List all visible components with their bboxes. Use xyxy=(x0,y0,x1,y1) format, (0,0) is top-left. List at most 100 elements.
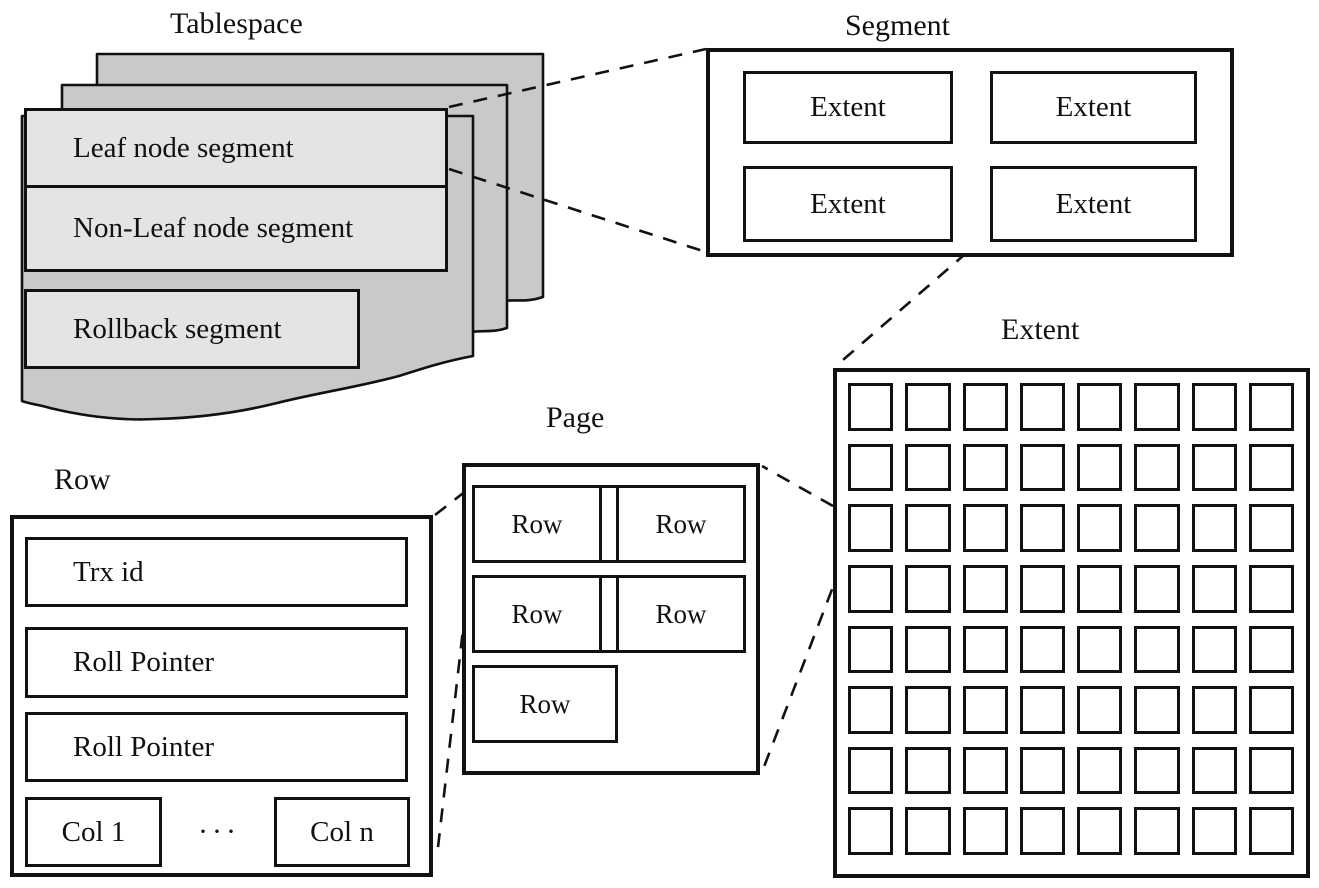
extent-page-cell xyxy=(1134,807,1180,855)
extent-page-cell xyxy=(1248,686,1294,734)
segment-extent-box: Extent xyxy=(990,166,1197,242)
roll-pointer-field: Roll Pointer xyxy=(25,627,408,698)
extent-page-cell xyxy=(1019,746,1065,795)
segment-extent-box: Extent xyxy=(743,71,953,144)
row-label: Row xyxy=(655,508,707,539)
extent-page-cell xyxy=(1191,686,1237,734)
extent-page-cell xyxy=(1248,443,1294,492)
col-1-label: Col 1 xyxy=(61,815,126,848)
extent-page-cell xyxy=(1019,383,1065,431)
page-row-cell: Row xyxy=(472,665,618,743)
rollback-segment-label: Rollback segment xyxy=(73,312,282,345)
extent-page-cell xyxy=(905,504,951,552)
extent-page-cell xyxy=(962,504,1008,552)
extent-page-cell xyxy=(848,564,894,613)
extent-page-cell xyxy=(1077,443,1123,492)
columns-ellipsis: ··· xyxy=(198,815,240,848)
extent-page-cell xyxy=(1134,504,1180,552)
row-label: Row xyxy=(655,598,707,629)
row-label: Row xyxy=(519,688,571,719)
roll-pointer-label: Roll Pointer xyxy=(73,730,214,763)
extent-label: Extent xyxy=(810,187,886,220)
col-n-field: Col n xyxy=(274,797,410,867)
segment-title: Segment xyxy=(845,9,950,42)
extent-page-cell xyxy=(1134,443,1180,492)
extent-page-cell xyxy=(1191,807,1237,855)
extent-page-cell xyxy=(962,686,1008,734)
extent-page-cell xyxy=(1191,443,1237,492)
connector-segment-extent xyxy=(835,235,987,367)
extent-page-cell xyxy=(1077,564,1123,613)
extent-page-cell xyxy=(1134,383,1180,431)
extent-page-cell xyxy=(1019,564,1065,613)
extent-page-cell xyxy=(1248,746,1294,795)
extent-page-cell xyxy=(848,443,894,492)
extent-page-cell xyxy=(1077,746,1123,795)
extent-page-cell xyxy=(1134,564,1180,613)
page-row-pair: Row Row xyxy=(472,575,746,653)
connector-tablespace-segment-top xyxy=(448,47,707,109)
extent-page-cell xyxy=(1134,746,1180,795)
extent-page-cell xyxy=(1248,807,1294,855)
extent-page-cell xyxy=(962,443,1008,492)
extent-page-cell xyxy=(1191,625,1237,674)
col-n-label: Col n xyxy=(310,815,374,848)
extent-page-cell xyxy=(1191,746,1237,795)
page-row-cell: Row xyxy=(475,578,602,650)
extent-page-cell xyxy=(848,807,894,855)
row-label: Row xyxy=(511,598,563,629)
trx-id-field: Trx id xyxy=(25,537,408,607)
extent-page-cell xyxy=(905,686,951,734)
extent-page-cell xyxy=(962,383,1008,431)
extent-page-cell xyxy=(1019,686,1065,734)
extent-page-cell xyxy=(848,686,894,734)
extent-page-cell xyxy=(1191,504,1237,552)
extent-page-cell xyxy=(1077,504,1123,552)
extent-page-cell xyxy=(905,443,951,492)
extent-page-cell xyxy=(1191,383,1237,431)
leaf-node-segment-box: Leaf node segment xyxy=(24,108,448,188)
extent-label: Extent xyxy=(1055,187,1132,220)
extent-page-cell xyxy=(1077,383,1123,431)
extent-page-cell xyxy=(1248,504,1294,552)
extent-page-cell xyxy=(905,383,951,431)
extent-page-cell xyxy=(905,746,951,795)
extent-page-cell xyxy=(848,504,894,552)
extent-page-cell xyxy=(1134,625,1180,674)
extent-page-cell xyxy=(962,746,1008,795)
segment-extent-box: Extent xyxy=(990,71,1197,144)
row-label: Row xyxy=(511,508,563,539)
extent-grid xyxy=(833,368,1310,878)
extent-page-cell xyxy=(962,625,1008,674)
extent-page-cell xyxy=(1019,625,1065,674)
page-row-cell: Row xyxy=(475,488,602,560)
extent-page-cell xyxy=(905,625,951,674)
extent-page-cell xyxy=(848,383,894,431)
extent-page-cell xyxy=(1248,564,1294,613)
page-row-pair: Row Row xyxy=(472,485,746,563)
connector-extent-page-bottom xyxy=(760,565,843,773)
extent-title: Extent xyxy=(1001,313,1080,346)
row-title: Row xyxy=(54,463,111,496)
row-box: Trx id Roll Pointer Roll Pointer Col 1 ·… xyxy=(10,515,433,877)
connector-extent-page-top xyxy=(761,464,834,508)
rollback-segment-box: Rollback segment xyxy=(24,289,360,369)
roll-pointer-label: Roll Pointer xyxy=(73,646,214,678)
extent-page-cell xyxy=(962,564,1008,613)
leaf-node-segment-label: Leaf node segment xyxy=(73,131,294,164)
roll-pointer-field: Roll Pointer xyxy=(25,712,408,782)
page-box: Row Row Row Row Row xyxy=(462,463,760,775)
segment-box: Extent Extent Extent Extent xyxy=(706,48,1234,257)
extent-page-cell xyxy=(1019,504,1065,552)
page-title: Page xyxy=(546,401,605,434)
extent-page-cell xyxy=(1134,686,1180,734)
extent-page-cell xyxy=(1077,625,1123,674)
extent-label: Extent xyxy=(810,91,886,123)
segment-extent-box: Extent xyxy=(743,166,953,242)
extent-page-cell xyxy=(905,564,951,613)
extent-page-cell xyxy=(1248,625,1294,674)
extent-page-cell xyxy=(962,807,1008,855)
extent-page-cell xyxy=(1019,443,1065,492)
extent-page-cell xyxy=(1077,807,1123,855)
